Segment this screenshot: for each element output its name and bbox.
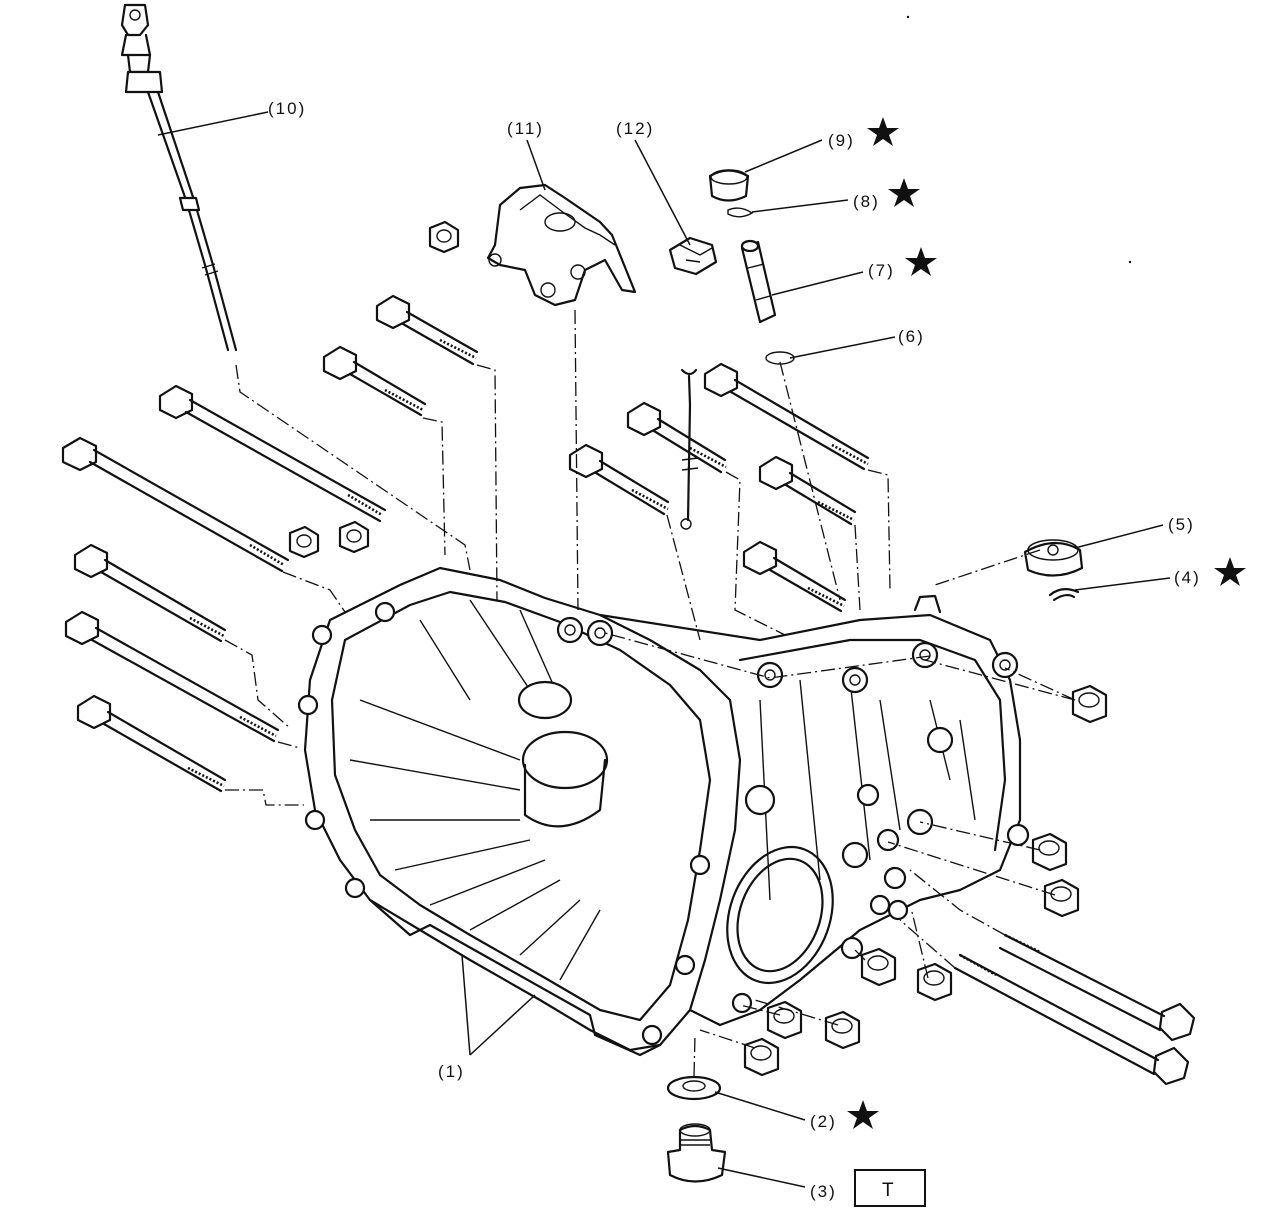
callout-11: (11) xyxy=(507,119,544,138)
nuts xyxy=(288,220,1108,1077)
bolt xyxy=(73,543,227,643)
callout-5: (5) xyxy=(1168,515,1195,534)
callout-2: (2) xyxy=(810,1112,837,1131)
callout-7: (7) xyxy=(868,261,895,280)
torque-box-label: T xyxy=(882,1180,894,1201)
torque-box: T xyxy=(854,1169,926,1207)
star-icon xyxy=(847,1100,879,1129)
harness-rod xyxy=(680,368,699,530)
callout-8: (8) xyxy=(853,192,880,211)
star-icon xyxy=(905,247,937,276)
callout-10: (10) xyxy=(268,99,306,118)
case-bolts-right xyxy=(568,362,1196,1086)
callout-3: (3) xyxy=(810,1182,837,1201)
star-icon xyxy=(888,178,920,207)
nut xyxy=(824,1010,861,1050)
bolt xyxy=(76,694,227,793)
nut xyxy=(766,1000,803,1040)
nut xyxy=(1043,878,1080,918)
callout-1: (1) xyxy=(438,1062,465,1081)
speck xyxy=(906,15,910,19)
bolt xyxy=(64,610,280,743)
bolt xyxy=(158,384,387,523)
nut xyxy=(1071,684,1108,724)
nut xyxy=(743,1037,780,1077)
star-icon xyxy=(867,117,899,146)
bolt xyxy=(703,362,870,471)
clip xyxy=(668,236,718,276)
bolt xyxy=(998,933,1196,1042)
leader-lines xyxy=(157,111,1171,1188)
oil-level-gauge xyxy=(120,3,238,352)
bolt xyxy=(322,345,427,417)
callout-4: (4) xyxy=(1174,568,1201,587)
nut xyxy=(288,525,320,559)
nut xyxy=(1031,832,1068,872)
callout-12: (12) xyxy=(616,119,654,138)
bolt xyxy=(568,443,670,516)
callout-6: (6) xyxy=(898,327,925,346)
callout-labels: (10) (11) (12) (9) (8) (7) (6) (5) (4) (… xyxy=(268,99,1201,1201)
alignment-lines xyxy=(224,309,1076,1077)
pitching-stopper-bracket xyxy=(486,183,637,307)
replace-stars xyxy=(847,117,1246,1129)
bolt xyxy=(742,540,847,613)
case-bolts-left xyxy=(61,294,479,793)
cap-and-snap-ring xyxy=(1023,539,1084,602)
bolt xyxy=(375,294,479,366)
bolt xyxy=(758,455,857,526)
bolt xyxy=(953,953,1190,1086)
nut xyxy=(428,220,460,254)
star-icon xyxy=(1214,557,1246,586)
speck xyxy=(1128,260,1132,264)
speedometer-parts xyxy=(708,169,795,365)
nut xyxy=(338,520,370,554)
bolt xyxy=(61,436,290,573)
callout-9: (9) xyxy=(828,131,855,150)
transmission-case xyxy=(297,566,1030,1057)
nut xyxy=(916,962,953,1002)
drain-plug-and-gasket xyxy=(666,1075,727,1183)
bolt xyxy=(626,401,727,474)
nut xyxy=(860,947,897,987)
